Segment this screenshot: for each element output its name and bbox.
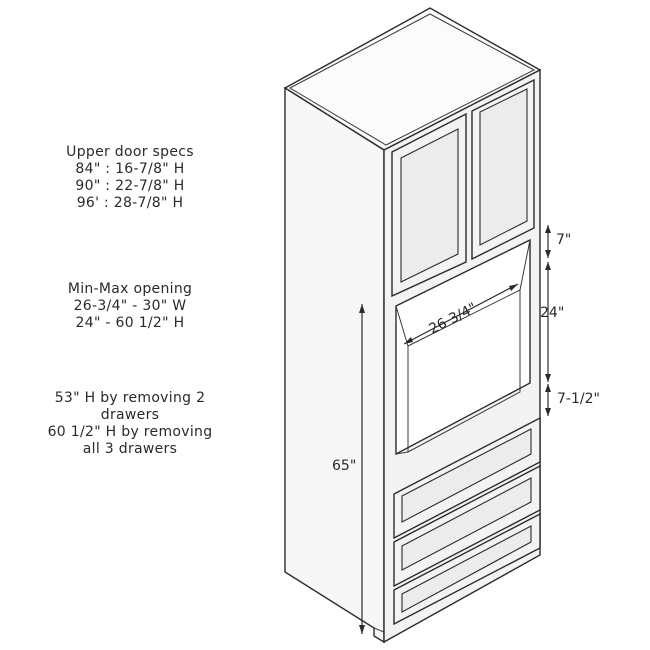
upper-door-specs-title: Upper door specs (66, 144, 194, 160)
drawer-note-line-1: 53" H by removing 2 (54, 390, 206, 406)
dim-upper-rail-label: 7" (556, 232, 571, 248)
drawer-1-panel (401, 428, 532, 523)
upper-door-specs: Upper door specs 84" : 16-7/8" H 90" : 2… (40, 144, 220, 212)
drawer-note-line-3: 60 1/2" H by removing (47, 424, 213, 440)
toe-kick-line (373, 627, 385, 633)
drawer-note-line-4: all 3 drawers (82, 441, 178, 457)
dim-base-height-label: 65" (332, 458, 356, 474)
upper-door-spec-96: 96' : 28-7/8" H (76, 195, 184, 211)
dim-upper-rail: 7" (545, 225, 571, 258)
drawer-removal-notes: 53" H by removing 2 drawers 60 1/2" H by… (30, 390, 230, 458)
drawer-3-panel (401, 525, 532, 613)
dim-lower-rail: 7-1/2" (545, 384, 600, 416)
opening-edge (395, 451, 409, 455)
dim-opening-height-label: 24" (540, 305, 564, 321)
oven-opening (395, 238, 531, 456)
cabinet-side-panel (284, 86, 385, 644)
opening-specs: Min-Max opening 26-3/4" - 30" W 24" - 60… (40, 281, 220, 332)
dim-lower-rail-label: 7-1/2" (557, 391, 600, 407)
opening-width-range: 26-3/4" - 30" W (73, 298, 187, 314)
oven-opening-back (407, 289, 521, 453)
upper-door-spec-84: 84" : 16-7/8" H (75, 161, 185, 177)
upper-door-right-panel (479, 88, 528, 246)
opening-height-range: 24" - 60 1/2" H (75, 315, 185, 331)
cabinet-top-edge (288, 13, 536, 146)
upper-door-left-panel (400, 128, 459, 283)
opening-edge (519, 239, 531, 291)
drawer-note-line-2: drawers (100, 407, 160, 423)
opening-specs-title: Min-Max opening (67, 281, 193, 297)
upper-door-spec-90: 90" : 22-7/8" H (75, 178, 185, 194)
dim-base-height: 65" (332, 304, 365, 634)
dim-opening-height: 24" (540, 262, 564, 382)
opening-edge (395, 305, 409, 347)
drawer-2-panel (401, 477, 532, 571)
